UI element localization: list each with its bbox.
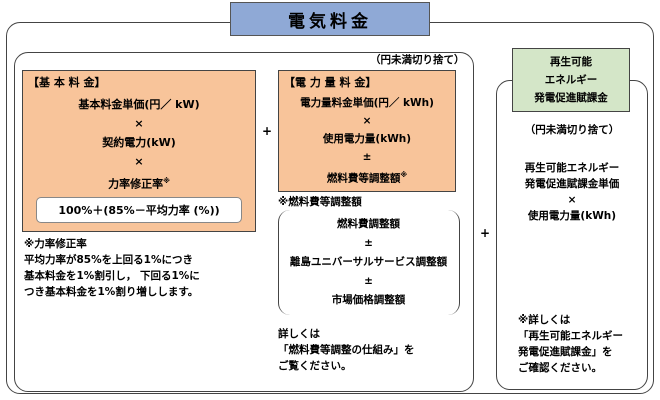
rounding-note-left: （円未満切り捨て） [370, 54, 465, 66]
renewable-box-line: エネルギー [544, 74, 598, 86]
fuel-item: 燃料費調整額 [337, 218, 400, 230]
note-line: 「燃料費等調整の仕組み」を [278, 344, 415, 356]
fuel-adjustment-label: 燃料費等調整額 [326, 172, 401, 185]
energy-charge-box: 【電 力 量 料 金】 電力量料金単価(円／ kWh) × 使用電力量(kWh)… [278, 70, 456, 192]
renewable-box-line: 再生可能 [550, 56, 592, 68]
times-operator: × [567, 194, 577, 206]
note-line: 発電促進賦課金」を [518, 346, 613, 358]
renewable-unit-price-line: 発電促進賦課金単価 [524, 178, 620, 190]
fuel-adjustment-bracket: 燃料費調整額 ± 離島ユニバーサルサービス調整額 ± 市場価格調整額 [278, 210, 460, 315]
fuel-item: 市場価格調整額 [331, 294, 406, 306]
fuel-note-title: ※燃料費等調整額 [278, 196, 362, 208]
basic-charge-title: 【基 本 料 金】 [28, 76, 106, 89]
rounding-note-right: （円未満切り捨て） [524, 124, 620, 136]
times-operator: × [134, 117, 144, 130]
power-factor-note-title: ※力率修正率 [24, 238, 87, 250]
renewable-details-note: ※詳しくは 「再生可能エネルギー 発電促進賦課金」を ご確認ください。 [518, 312, 648, 376]
plusminus-operator: ± [364, 237, 373, 249]
renewable-box-line: 発電促進賦課金 [534, 92, 608, 104]
renewable-usage: 使用電力量(kWh) [527, 210, 617, 222]
power-factor-formula: 100%＋(85%－平均力率 (%)) [36, 197, 242, 223]
renewable-unit-price-line: 再生可能エネルギー [524, 162, 620, 174]
power-factor-rate-label: 力率修正率 [108, 177, 164, 191]
power-factor-note: 平均力率が85%を上回る1%につき 基本料金を1%割引し， 下回る1%に つき基… [24, 252, 264, 300]
energy-usage: 使用電力量(kWh) [322, 133, 412, 145]
plus-operator: + [261, 124, 273, 138]
note-line: ※詳しくは [518, 314, 571, 326]
plusminus-operator: ± [362, 151, 372, 163]
times-operator: × [134, 155, 144, 168]
basic-unit-price: 基本料金単価(円／ kW) [78, 98, 200, 111]
basic-charge-box: 【基 本 料 金】 基本料金単価(円／ kW) × 契約電力(kW) × 力率修… [22, 70, 256, 232]
note-line: つき基本料金を1%割り増しします。 [24, 286, 199, 298]
note-line: 「再生可能エネルギー [518, 330, 623, 342]
power-factor-rate: 力率修正率※ [23, 171, 255, 195]
contract-power: 契約電力(kW) [102, 136, 176, 149]
renewable-levy-box: 再生可能 エネルギー 発電促進賦課金 [512, 48, 630, 112]
footnote-mark: ※ [400, 171, 408, 179]
note-line: ご確認ください。 [518, 362, 602, 374]
note-line: ご覧ください。 [278, 360, 352, 372]
renewable-formula: 再生可能エネルギー 発電促進賦課金単価 × 使用電力量(kWh) [498, 160, 646, 224]
basic-and-energy-frame [14, 52, 474, 392]
plus-operator: + [479, 226, 491, 240]
note-line: 平均力率が85%を上回る1%につき [24, 254, 193, 266]
note-line: 詳しくは [278, 328, 320, 340]
times-operator: × [362, 115, 372, 127]
energy-charge-title: 【電 力 量 料 金】 [284, 76, 377, 89]
fuel-item: 離島ユニバーサルサービス調整額 [289, 256, 448, 268]
plusminus-operator: ± [364, 275, 373, 287]
note-line: 基本料金を1%割引し， 下回る1%に [24, 270, 200, 282]
footnote-mark: ※ [163, 177, 170, 185]
fuel-adjustment: 燃料費等調整額※ [279, 167, 455, 187]
diagram-title: 電気料金 [230, 2, 430, 36]
energy-unit-price: 電力量料金単価(円／ kWh) [300, 97, 434, 109]
fuel-details-note: 詳しくは 「燃料費等調整の仕組み」を ご覧ください。 [278, 326, 468, 374]
